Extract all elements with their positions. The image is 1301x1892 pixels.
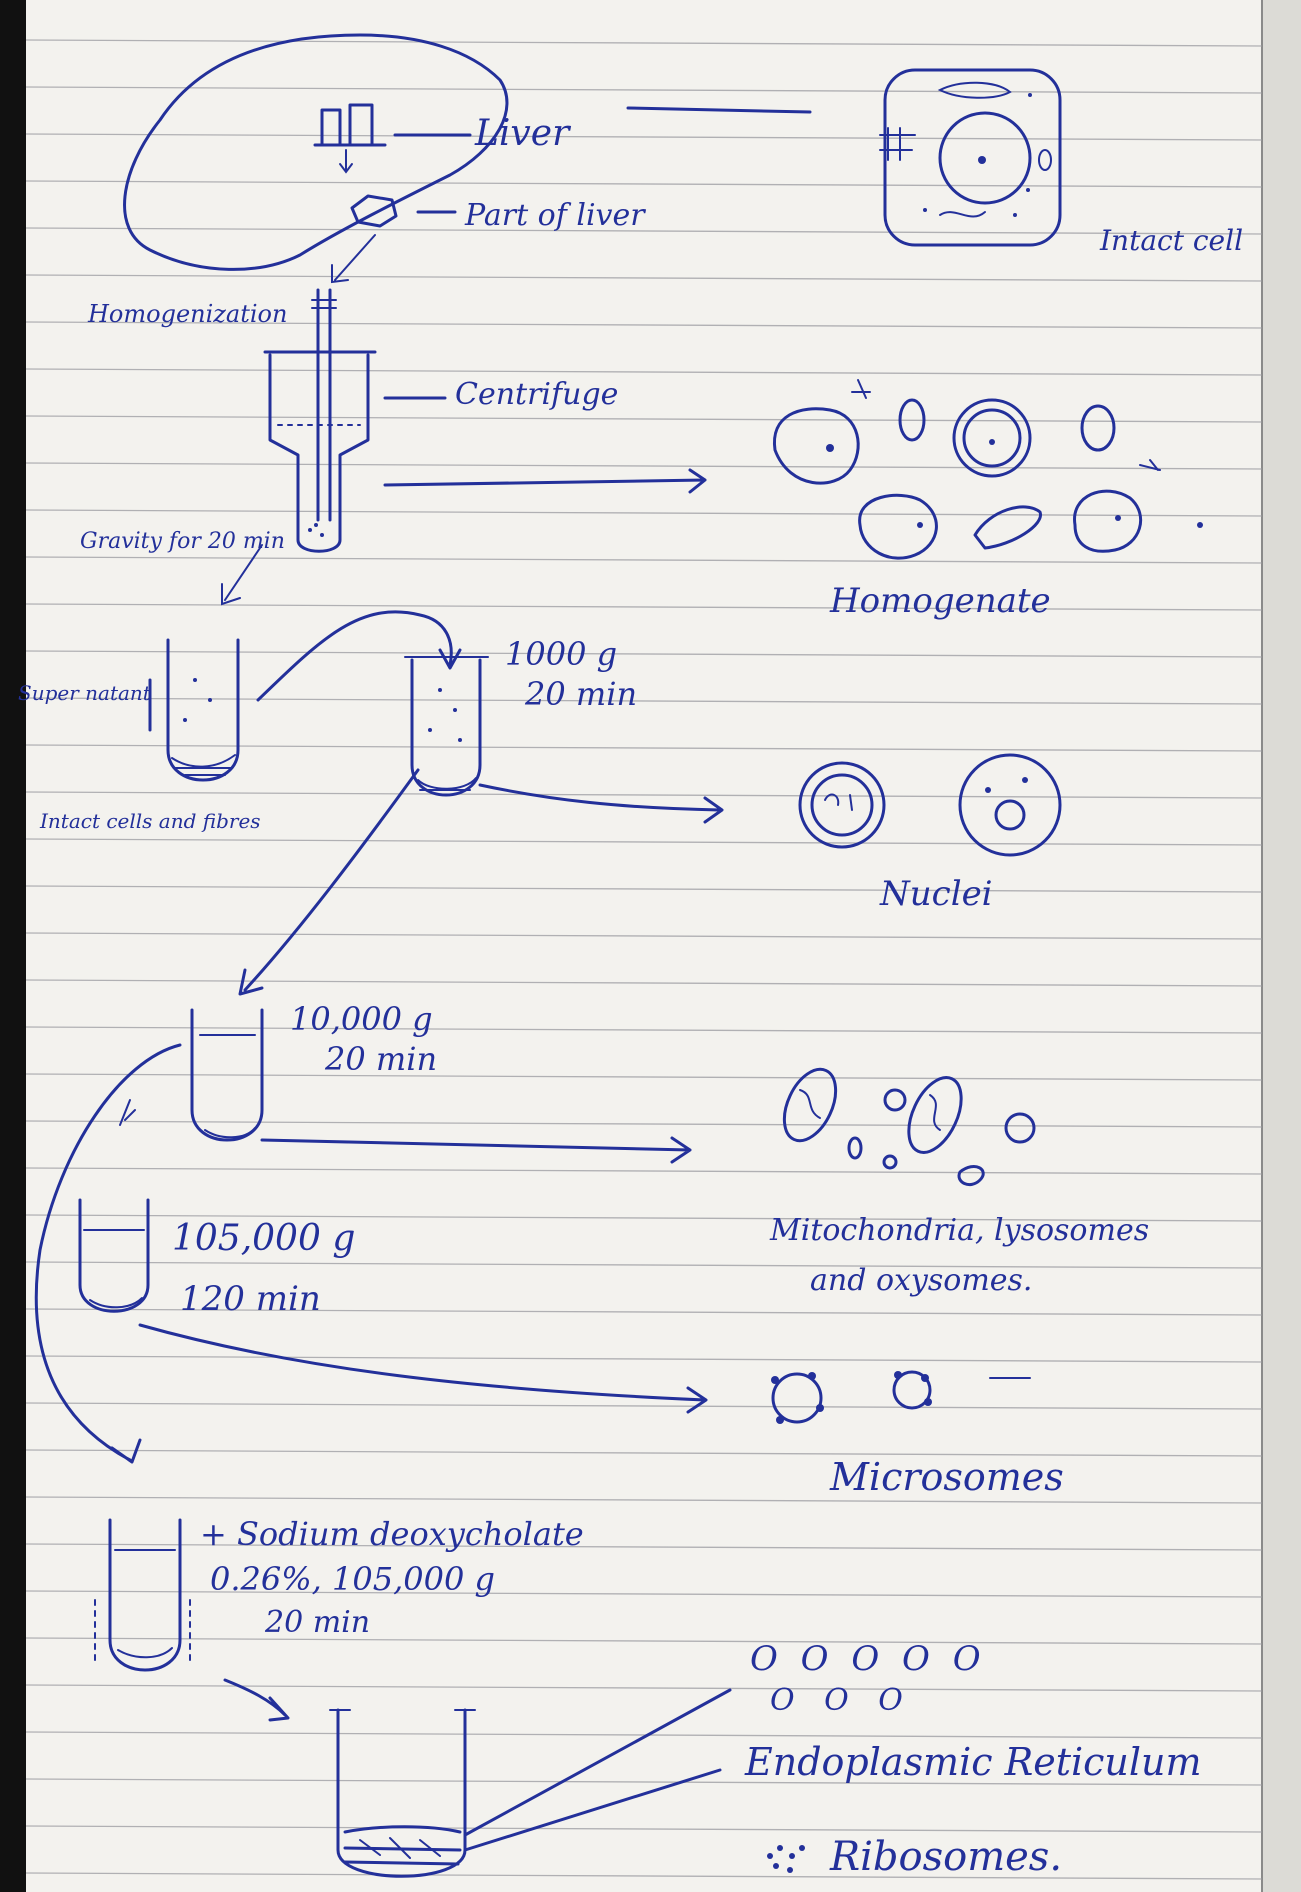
label-part-of-liver: Part of liver xyxy=(464,198,646,233)
rule-line xyxy=(26,275,1262,281)
mitochondria-drawing xyxy=(774,1061,1034,1184)
rule-line xyxy=(26,1121,1262,1127)
label-gravity: Gravity for 20 min xyxy=(80,529,285,554)
rule-line xyxy=(26,1685,1262,1691)
rule-line xyxy=(26,87,1262,93)
rule-line xyxy=(26,416,1262,422)
nuclei-drawing xyxy=(800,755,1060,855)
label-homogenization: Homogenization xyxy=(87,300,287,328)
er-vesicles-row2: O O O xyxy=(770,1683,913,1718)
label-intact-cells-fibres: Intact cells and fibres xyxy=(39,809,261,833)
label-step2-speed: 10,000 g xyxy=(290,1000,433,1038)
rule-line xyxy=(26,1168,1262,1174)
tube-final xyxy=(330,1710,475,1876)
tube-deoxycholate xyxy=(95,1520,190,1670)
label-step3-speed: 105,000 g xyxy=(172,1218,355,1259)
rule-line xyxy=(26,1450,1262,1456)
rule-line xyxy=(26,1074,1262,1080)
ribosome-dots-icon xyxy=(767,1845,805,1873)
liver-drawing xyxy=(125,35,507,269)
label-step1-speed: 1000 g xyxy=(505,635,617,673)
rule-line xyxy=(26,1638,1262,1644)
label-supernatant: Super natant xyxy=(18,681,152,705)
rule-line xyxy=(26,1262,1262,1268)
rule-line xyxy=(26,745,1262,751)
rule-line xyxy=(26,933,1262,939)
rule-line xyxy=(26,651,1262,657)
rule-line xyxy=(26,40,1262,46)
rule-line xyxy=(26,604,1262,610)
label-step3-time: 120 min xyxy=(180,1279,321,1319)
rule-line xyxy=(26,1356,1262,1362)
tube-1000g xyxy=(405,657,488,795)
rule-line xyxy=(26,134,1262,140)
rule-line xyxy=(26,980,1262,986)
rule-line xyxy=(26,1826,1262,1832)
rule-line xyxy=(26,181,1262,187)
er-vesicles-row1: O O O O O xyxy=(750,1639,987,1679)
intact-cell-drawing xyxy=(880,70,1060,245)
rule-line xyxy=(26,1497,1262,1503)
microsomes-drawing xyxy=(771,1371,1030,1424)
rule-line xyxy=(26,1027,1262,1033)
tube-105000g xyxy=(80,1200,148,1311)
label-mito-line2: and oxysomes. xyxy=(810,1263,1032,1298)
label-intact-cell: Intact cell xyxy=(1099,224,1243,257)
label-er: Endoplasmic Reticulum xyxy=(744,1740,1202,1784)
rule-line xyxy=(26,557,1262,563)
label-step1-time: 20 min xyxy=(524,675,637,713)
page-edge xyxy=(1262,0,1301,1892)
label-microsomes: Microsomes xyxy=(829,1455,1064,1499)
label-nuclei: Nuclei xyxy=(879,874,993,914)
label-step4-line3: 20 min xyxy=(264,1605,370,1640)
label-step4-line2: 0.26%, 105,000 g xyxy=(210,1560,495,1598)
rule-line xyxy=(26,839,1262,845)
rule-line xyxy=(26,886,1262,892)
label-centrifuge: Centrifuge xyxy=(455,377,618,412)
tube-gravity xyxy=(150,640,238,780)
homogenate-drawing xyxy=(774,380,1203,558)
rule-line xyxy=(26,369,1262,375)
label-liver: Liver xyxy=(474,113,571,154)
label-step4-line1: + Sodium deoxycholate xyxy=(200,1515,584,1553)
rule-line xyxy=(26,1403,1262,1409)
rule-line xyxy=(26,1873,1262,1879)
label-homogenate: Homogenate xyxy=(829,581,1051,621)
rule-line xyxy=(26,463,1262,469)
binding-edge xyxy=(0,0,26,1892)
label-step2-time: 20 min xyxy=(324,1040,437,1078)
label-ribosomes: Ribosomes. xyxy=(829,1834,1062,1880)
rule-line xyxy=(26,792,1262,798)
liver-piece xyxy=(352,196,396,226)
label-mito-line1: Mitochondria, lysosomes xyxy=(769,1213,1149,1248)
intact-cell-text: Intact cell xyxy=(1099,224,1243,257)
